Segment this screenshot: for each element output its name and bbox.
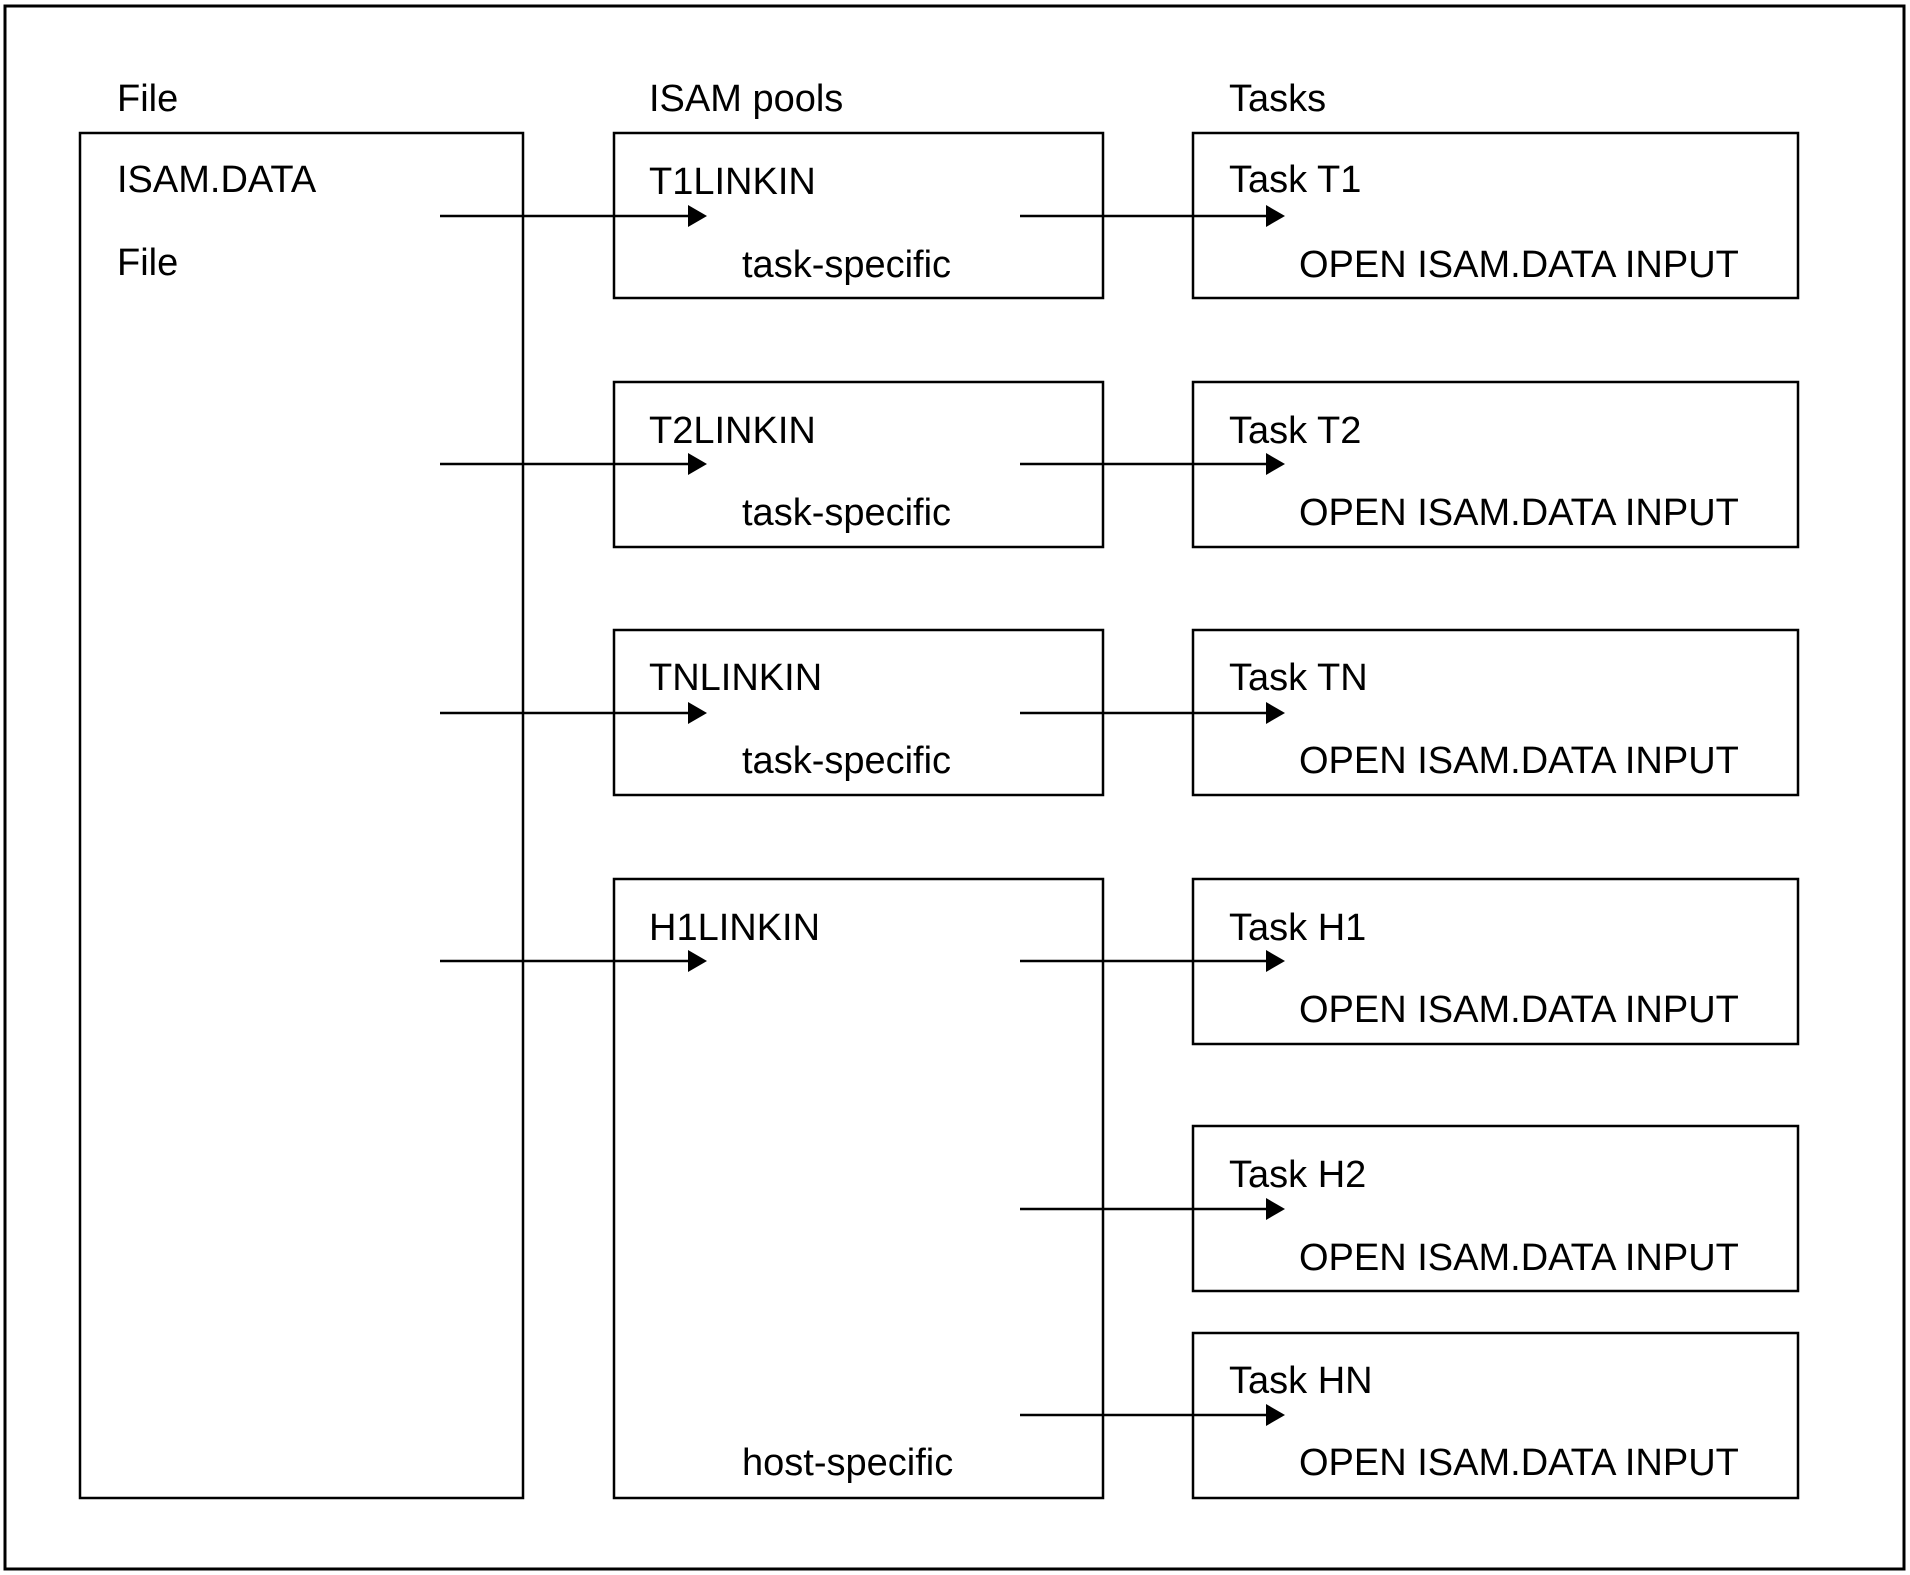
arrowhead [1266,702,1285,724]
header-tasks: Tasks [1229,78,1326,120]
pool-scope: task-specific [742,244,951,286]
arrowhead [1266,453,1285,475]
task-command: OPEN ISAM.DATA INPUT [1299,1237,1739,1279]
task-name: Task T1 [1229,159,1361,201]
task-name: Task TN [1229,657,1368,699]
arrowhead [1266,950,1285,972]
arrowhead [688,453,707,475]
task-command: OPEN ISAM.DATA INPUT [1299,740,1739,782]
arrowhead [1266,205,1285,227]
outer-frame [3,4,1906,1571]
task-name: Task H1 [1229,907,1366,949]
task-name: Task HN [1229,1360,1373,1402]
task-name: Task T2 [1229,410,1361,452]
file-type: File [117,242,178,284]
pool-scope: task-specific [742,740,951,782]
file-box [78,131,525,1500]
arrowhead [1266,1198,1285,1220]
arrowhead [688,205,707,227]
pool-name: TNLINKIN [649,657,822,699]
arrowhead [688,702,707,724]
task-command: OPEN ISAM.DATA INPUT [1299,1442,1739,1484]
header-file: File [117,78,178,120]
pool-box-h1linkin [612,877,1105,1500]
pool-name: T1LINKIN [649,161,816,203]
pool-name: H1LINKIN [649,907,820,949]
file-name: ISAM.DATA [117,159,317,201]
task-command: OPEN ISAM.DATA INPUT [1299,492,1739,534]
pool-scope: task-specific [742,492,951,534]
pool-scope: host-specific [742,1442,953,1484]
task-name: Task H2 [1229,1154,1366,1196]
task-command: OPEN ISAM.DATA INPUT [1299,989,1739,1031]
arrowhead [1266,1404,1285,1426]
header-isam-pools: ISAM pools [649,78,843,120]
task-command: OPEN ISAM.DATA INPUT [1299,244,1739,286]
pool-name: T2LINKIN [649,410,816,452]
arrowhead [688,950,707,972]
